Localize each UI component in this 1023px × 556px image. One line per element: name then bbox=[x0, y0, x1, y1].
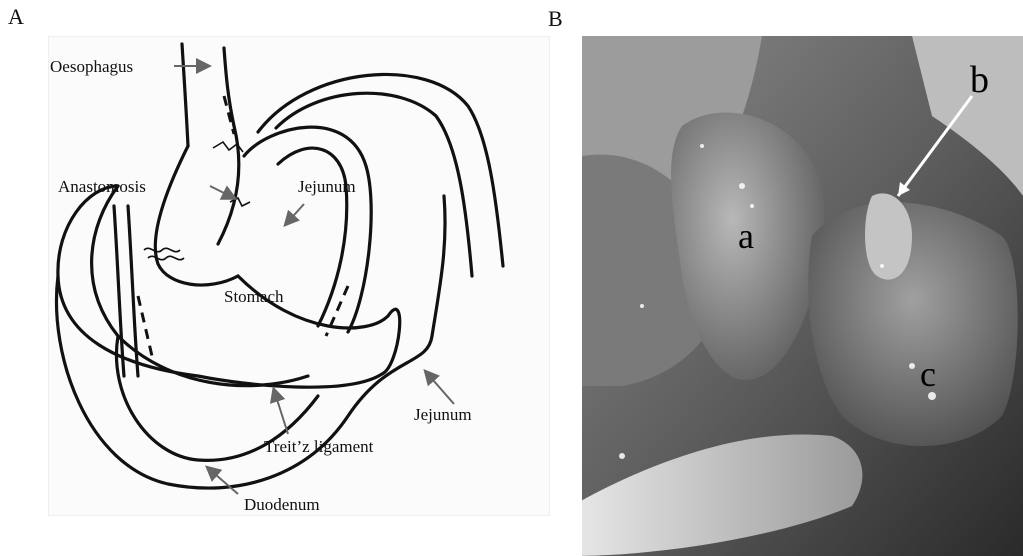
anatomy-diagram: Oesophagus Anastomosis Jejunum Stomach J… bbox=[48, 36, 550, 516]
tissue-c bbox=[808, 202, 1018, 446]
surgical-photograph: a b c bbox=[582, 36, 1023, 556]
label-jejunum-lower: Jejunum bbox=[414, 405, 472, 424]
label-duodenum: Duodenum bbox=[244, 495, 320, 514]
label-treitz: Treit’z ligament bbox=[264, 437, 374, 456]
label-oesophagus: Oesophagus bbox=[50, 57, 133, 76]
photo-label-c: c bbox=[920, 354, 936, 394]
label-anastomosis: Anastomosis bbox=[58, 177, 146, 196]
photo-label-a: a bbox=[738, 216, 754, 256]
panel-a-letter: A bbox=[8, 4, 24, 30]
photo-canvas: a b c bbox=[582, 36, 1023, 556]
label-stomach: Stomach bbox=[224, 287, 284, 306]
label-jejunum-upper: Jejunum bbox=[298, 177, 356, 196]
panel-b-letter: B bbox=[548, 6, 563, 32]
photo-label-b: b bbox=[970, 59, 989, 101]
diagram-canvas: Oesophagus Anastomosis Jejunum Stomach J… bbox=[48, 36, 550, 516]
